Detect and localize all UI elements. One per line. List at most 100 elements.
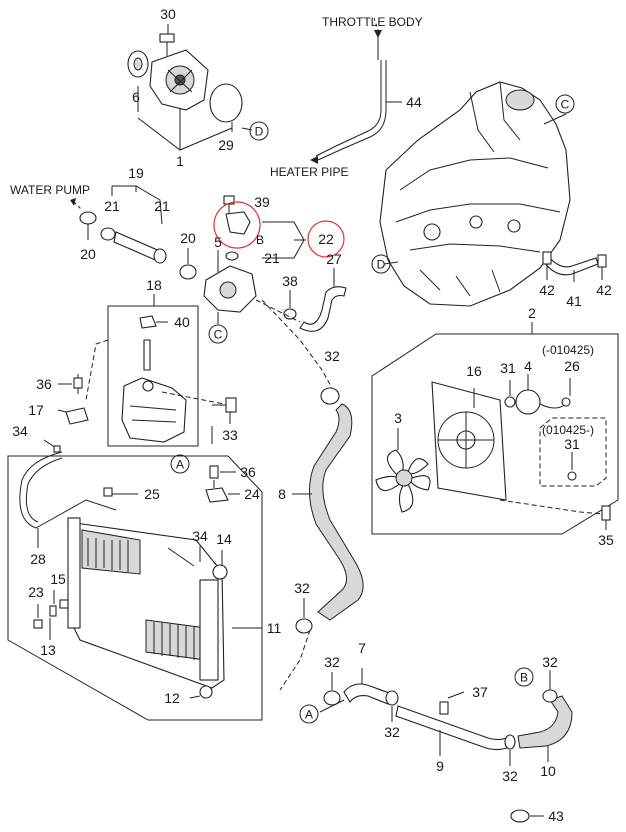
upper-radiator-hose-icon — [309, 403, 364, 621]
water-pipe-group — [395, 670, 573, 823]
part-number-32-right: 32 — [542, 654, 558, 670]
hose-27-icon — [299, 286, 347, 332]
bypass-hose-group — [73, 185, 197, 280]
lower-radiator-hose-icon — [343, 683, 393, 705]
part-number-9: 9 — [436, 758, 444, 774]
gasket-icon — [209, 83, 243, 123]
part-number-36-top: 36 — [36, 376, 52, 392]
part-number-7: 7 — [358, 640, 366, 656]
lower-hose-group — [319, 668, 399, 722]
part-number-4: 4 — [524, 358, 532, 374]
reservoir-tank-icon — [121, 377, 187, 443]
part-number-6: 6 — [132, 89, 140, 105]
part-number-27: 27 — [326, 251, 342, 267]
part-number-31-inset: 31 — [564, 436, 580, 452]
part-number-26: 26 — [564, 358, 580, 374]
water-pipe-icon — [395, 705, 513, 751]
part-number-21-right: 21 — [154, 198, 170, 214]
part-number-21-left: 21 — [104, 198, 120, 214]
part-number-11: 11 — [267, 620, 282, 636]
inset-box — [539, 417, 607, 487]
clamp-20-icon — [79, 211, 97, 225]
part-number-42-left: 42 — [539, 282, 555, 298]
part-number-41: 41 — [566, 293, 582, 309]
caption-code-after: (010425-) — [542, 423, 594, 437]
highlight-circle-22 — [307, 220, 345, 258]
fan-group — [371, 322, 619, 535]
part-number-15: 15 — [50, 571, 66, 587]
part-number-32-upper: 32 — [324, 348, 340, 364]
part-number-29: 29 — [218, 137, 234, 153]
reservoir-frame — [107, 305, 199, 447]
part-number-10: 10 — [540, 763, 556, 779]
cooling-fan-icon — [375, 449, 431, 513]
part-number-18: 18 — [146, 277, 162, 293]
part-number-34-top: 34 — [12, 423, 28, 439]
heater-pipe-group — [315, 17, 402, 161]
marker-c-engine: C — [561, 98, 570, 112]
part-number-2: 2 — [528, 305, 536, 321]
part-number-34-radiator: 34 — [192, 528, 208, 544]
part-number-3: 3 — [394, 410, 402, 426]
hose-10-icon — [517, 695, 573, 749]
part-number-19: 19 — [128, 165, 144, 181]
part-numbers: 30 6 1 29 44 19 21 21 20 20 39 5 22 21 2… — [12, 6, 614, 824]
caption-heater-pipe: HEATER PIPE — [270, 165, 348, 179]
captions: THROTTLE BODY HEATER PIPE WATER PUMP (-0… — [10, 15, 594, 437]
part-number-17: 17 — [28, 402, 44, 418]
part-number-20-right: 20 — [180, 230, 196, 246]
highlight-circle-fitting — [213, 201, 261, 249]
part-number-40: 40 — [174, 314, 190, 330]
marker-c-housing: C — [214, 328, 223, 342]
bracket-17-icon — [65, 407, 89, 425]
caption-arrows — [70, 30, 382, 206]
reservoir-group — [43, 294, 237, 453]
part-number-35: 35 — [598, 532, 614, 548]
part-number-28: 28 — [30, 551, 46, 567]
part-number-24: 24 — [244, 486, 260, 502]
water-pump-group — [127, 24, 253, 151]
thermostat-group — [203, 195, 347, 332]
radiator-group — [7, 451, 263, 721]
part-number-33: 33 — [222, 427, 238, 443]
part-number-32-radiator: 32 — [294, 580, 310, 596]
part-number-30: 30 — [160, 6, 176, 22]
part-number-12: 12 — [164, 690, 180, 706]
caption-water-pump: WATER PUMP — [10, 183, 90, 197]
part-number-16: 16 — [466, 363, 482, 379]
caption-code-before: (-010425) — [542, 343, 594, 357]
part-number-32-lower-mid: 32 — [384, 724, 400, 740]
marker-d-engine: D — [377, 258, 386, 272]
part-number-20-left: 20 — [80, 246, 96, 262]
radiator-frame — [7, 455, 263, 721]
part-number-8: 8 — [278, 486, 286, 502]
fan-frame — [371, 333, 619, 535]
hose-41-icon — [543, 255, 599, 276]
marker-b-hose: B — [520, 671, 528, 685]
part-number-23: 23 — [28, 584, 44, 600]
bolt-30-icon — [159, 33, 175, 43]
fan-motor-icon — [515, 389, 541, 415]
part-number-42-right: 42 — [596, 282, 612, 298]
part-number-39: 39 — [254, 194, 270, 210]
part-number-36-radiator: 36 — [240, 464, 256, 480]
part-number-21-housing: 21 — [264, 250, 280, 266]
marker-d-top: D — [255, 125, 264, 139]
part-number-32-lower-right: 32 — [502, 768, 518, 784]
reference-markers: D C D C B A A B — [170, 94, 575, 724]
part-number-22: 22 — [318, 231, 334, 247]
upper-hose-group — [261, 299, 364, 691]
part-number-43: 43 — [548, 808, 564, 824]
fitting-22-icon — [225, 211, 251, 235]
engine-block — [379, 81, 607, 307]
radiator-cap-icon — [212, 564, 228, 580]
part-number-14: 14 — [216, 531, 232, 547]
part-number-5: 5 — [214, 234, 222, 250]
part-number-31-top: 31 — [500, 360, 516, 376]
part-number-44: 44 — [406, 94, 422, 110]
caption-throttle-body: THROTTLE BODY — [322, 15, 423, 29]
part-number-37: 37 — [472, 684, 488, 700]
part-number-13: 13 — [40, 642, 56, 658]
clamp-43-icon — [510, 809, 530, 823]
